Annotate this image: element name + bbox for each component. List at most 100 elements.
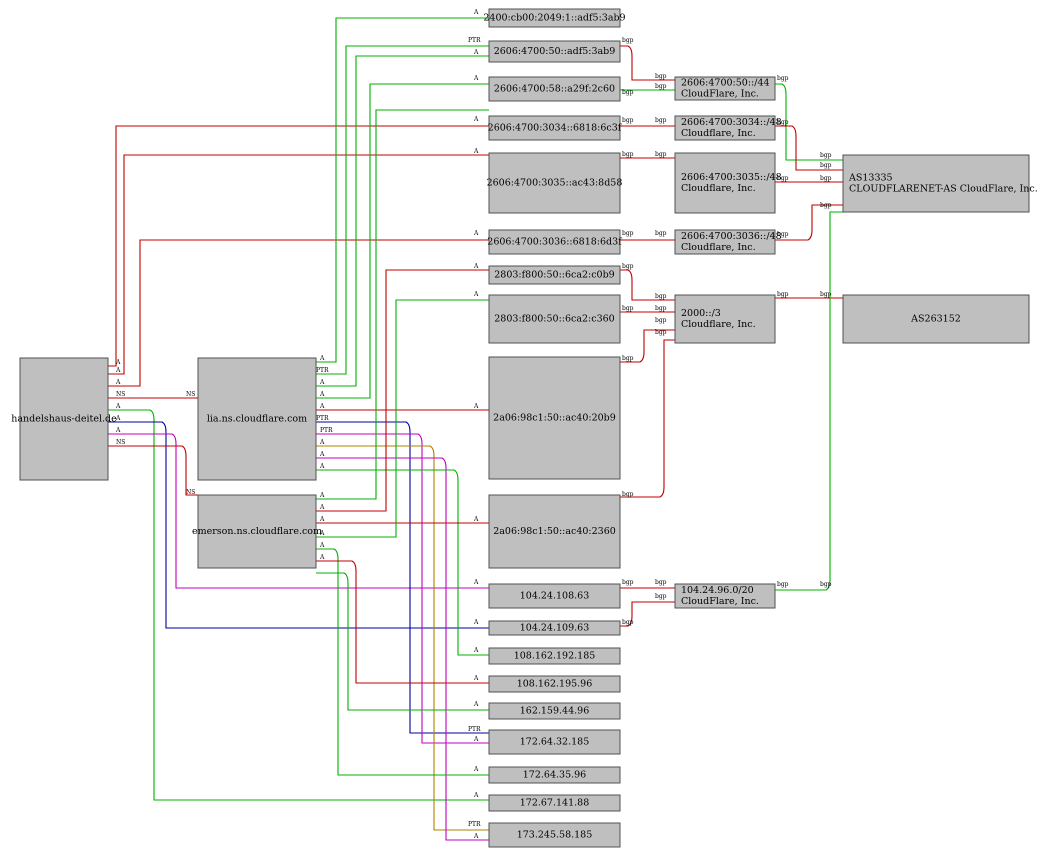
node-label: 2a06:98c1:50::ac40:20b9 (493, 413, 616, 424)
node-ip6_9[interactable]: 2a06:98c1:50::ac40:20b9 (488, 356, 621, 480)
edge-label: A (115, 415, 121, 422)
node-label: Cloudflare, Inc. (681, 242, 756, 253)
node-ip4_7[interactable]: 172.64.35.96 (488, 766, 621, 784)
edge-label: bgp (655, 593, 667, 600)
edge-label: A (473, 619, 479, 626)
node-ip6_10[interactable]: 2a06:98c1:50::ac40:2360 (488, 494, 621, 569)
edge-label: bgp (777, 291, 789, 298)
edge-label: bgp (820, 175, 832, 182)
node-ip4_8[interactable]: 172.67.141.88 (488, 794, 621, 812)
edge-label: A (473, 49, 479, 56)
edge-label: PTR (468, 726, 481, 733)
edge-ns1-ip6-3 (316, 83, 489, 399)
node-domain[interactable]: handelshaus-deitel.de (11, 357, 117, 481)
node-box (488, 8, 621, 28)
node-ns2[interactable]: emerson.ns.cloudflare.com (192, 494, 322, 569)
edge-label: NS (186, 489, 195, 496)
node-box (488, 115, 621, 141)
edge-label: A (473, 230, 479, 237)
edge-label: bgp (622, 37, 634, 44)
node-ip4_9[interactable]: 173.245.58.185 (488, 822, 621, 848)
node-box (674, 294, 776, 344)
node-label: lia.ns.cloudflare.com (207, 414, 307, 425)
edge-label: bgp (622, 89, 634, 96)
node-label: CloudFlare, Inc. (681, 89, 759, 100)
node-ip6_8[interactable]: 2803:f800:50::6ca2:c360 (488, 294, 621, 344)
bgp-pfx1-as1 (775, 83, 843, 161)
edge-label: A (319, 530, 325, 537)
node-label: 172.67.141.88 (520, 798, 590, 809)
node-ip4_5[interactable]: 162.159.44.96 (488, 702, 621, 720)
node-box (842, 154, 1030, 213)
node-box (488, 40, 621, 63)
node-label: 2606:4700:3036::/48 (681, 231, 782, 242)
node-label: 108.162.192.185 (514, 651, 596, 662)
node-ip4_1[interactable]: 104.24.108.63 (488, 583, 621, 609)
node-ip6_2[interactable]: 2606:4700:50::adf5:3ab9 (488, 40, 621, 63)
edge-label: bgp (655, 73, 667, 80)
node-label: 2606:4700:3035::/48 (681, 172, 782, 183)
node-ip6_4[interactable]: 2606:4700:3034::6818:6c3f (488, 115, 623, 141)
bgp-ip6-10 (620, 339, 675, 498)
node-ip4_2[interactable]: 104.24.109.63 (488, 620, 621, 636)
edge-label: A (473, 516, 479, 523)
edge-label: A (473, 291, 479, 298)
edge-ns2-ip4-4 (316, 560, 489, 684)
node-box (842, 294, 1030, 344)
node-ns1[interactable]: lia.ns.cloudflare.com (197, 357, 317, 481)
edge-ns2-ip4-5 (316, 572, 489, 711)
node-box (197, 494, 317, 569)
node-ip4_4[interactable]: 108.162.195.96 (488, 675, 621, 693)
node-box (488, 647, 621, 665)
node-ip6_6[interactable]: 2606:4700:3036::6818:6d3f (487, 229, 623, 255)
edge-ns1-ip4-9-ptr (316, 445, 489, 831)
edge-label: NS (116, 391, 125, 398)
node-ip4_6[interactable]: 172.64.32.185 (488, 729, 621, 755)
edge-label: PTR (316, 367, 329, 374)
edge-label: A (319, 403, 325, 410)
node-box (674, 583, 776, 609)
node-ip6_3[interactable]: 2606:4700:58::a29f:2c60 (488, 76, 621, 102)
edge-ns1-ip6-2-ptr (316, 45, 489, 375)
node-ip6_1[interactable]: 2400:cb00:2049:1::adf5:3ab9 (483, 8, 626, 28)
edge-ns1-ip4-9 (316, 457, 489, 841)
node-label: AS263152 (910, 314, 961, 325)
edge-domain-ns2 (108, 445, 198, 496)
edge-ns1-ip6-2 (316, 55, 489, 387)
edge-label: bgp (622, 355, 634, 362)
edge-ns1-ip4-3 (316, 469, 489, 656)
edge-domain-ip4-8 (108, 409, 489, 801)
edge-label: A (473, 792, 479, 799)
edge-domain-ip4-1 (108, 433, 489, 589)
edge-label: A (473, 263, 479, 270)
node-ip6_5[interactable]: 2606:4700:3035::ac43:8d58 (487, 152, 623, 214)
node-box (488, 294, 621, 344)
edge-ns1-ip6-1 (316, 17, 489, 363)
edge-label: bgp (655, 317, 667, 324)
edge-label: bgp (622, 579, 634, 586)
node-box (674, 229, 776, 255)
node-ip4_3[interactable]: 108.162.192.185 (488, 647, 621, 665)
node-box (488, 675, 621, 693)
node-ip6_7[interactable]: 2803:f800:50::6ca2:c0b9 (488, 265, 621, 285)
node-label: Cloudflare, Inc. (681, 319, 756, 330)
edge-label: bgp (820, 581, 832, 588)
node-label: CloudFlare, Inc. (681, 596, 759, 607)
node-label: Cloudflare, Inc. (681, 128, 756, 139)
edge-label: bgp (622, 151, 634, 158)
edge-label: bgp (655, 329, 667, 336)
edge-label: bgp (777, 581, 789, 588)
edge-label: A (319, 492, 325, 499)
node-as2[interactable]: AS263152 (842, 294, 1030, 344)
edge-label: PTR (320, 427, 333, 434)
node-box (488, 766, 621, 784)
edge-label: A (319, 451, 325, 458)
